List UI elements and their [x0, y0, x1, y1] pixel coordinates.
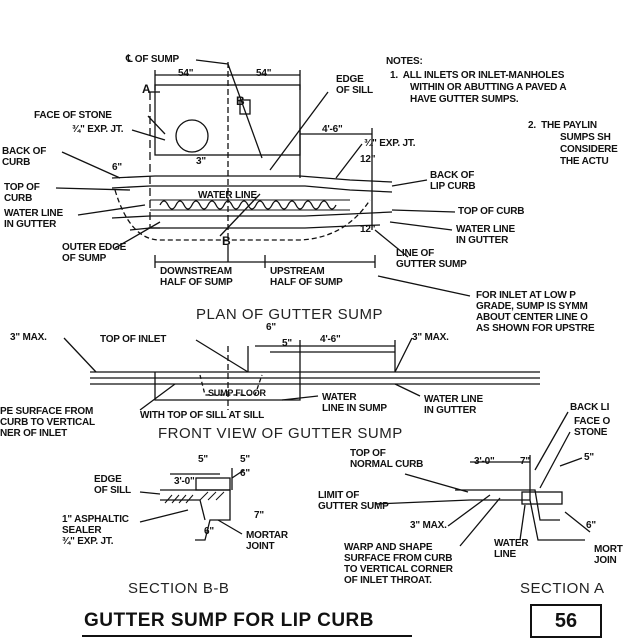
plan-low-point-note: FOR INLET AT LOW P GRADE, SUMP IS SYMM A… [476, 290, 595, 334]
plan-dim-6: 6" [112, 162, 122, 173]
front-dim-4-6: 4'-6" [320, 334, 341, 345]
bb-mortar: MORTAR JOINT [246, 530, 288, 552]
note-2-line-2: SUMPS SH [560, 132, 611, 143]
bb-dim-3-0: 3'-0" [174, 476, 195, 487]
aa-dim-7: 7" [520, 456, 530, 467]
bb-edge-of-sill: EDGE OF SILL [94, 474, 131, 496]
front-max-right: 3" MAX. [412, 332, 449, 343]
plan-exp-jt-left: ¾" EXP. JT. [72, 124, 124, 135]
plan-outer-edge: OUTER EDGE OF SUMP [62, 242, 127, 264]
aa-dim-6: 6" [586, 520, 596, 531]
note-2-line-4: THE ACTU [560, 156, 609, 167]
plan-exp-jt-right: ¾" EXP. JT. [364, 138, 416, 149]
plan-dim-54-left: 54" [178, 68, 194, 79]
bb-asphaltic: 1" ASPHALTIC SEALER ¾" EXP. JT. [62, 514, 129, 547]
page-number: 56 [530, 604, 602, 638]
front-water-line-gutter: WATER LINE IN GUTTER [424, 394, 483, 416]
aa-max3: 3" MAX. [410, 520, 447, 531]
aa-water-line: WATER LINE [494, 538, 529, 560]
plan-section-b-1: B [222, 234, 231, 248]
front-dim-5: 5" [282, 338, 292, 349]
plan-caption: PLAN OF GUTTER SUMP [196, 306, 384, 323]
aa-mortar: MORT JOIN [594, 544, 623, 566]
front-sump-floor: SUMP FLOOR [208, 388, 266, 398]
drawing-title: GUTTER SUMP FOR LIP CURB [84, 610, 374, 631]
front-caption: FRONT VIEW OF GUTTER SUMP [158, 425, 403, 442]
bb-dim-6-top: 6" [240, 468, 250, 479]
note-1-line-3: HAVE GUTTER SUMPS. [410, 94, 519, 105]
note-1-line-2: WITHIN OR ABUTTING A PAVED A [410, 82, 567, 93]
plan-section-a-top: A [142, 82, 151, 96]
note-2-line-3: CONSIDERE [560, 144, 618, 155]
plan-top-of-curb-left: TOP OF CURB [4, 182, 40, 204]
plan-centerline-label: ℄ OF SUMP [126, 54, 179, 65]
aa-caption: SECTION A [520, 580, 605, 597]
bb-caption: SECTION B-B [128, 580, 230, 597]
plan-section-b-2: B [236, 94, 245, 108]
front-water-line-sump: WATER LINE IN SUMP [322, 392, 387, 414]
bb-dim-6-bottom: 6" [204, 526, 214, 537]
manhole-circle [175, 119, 209, 153]
front-dim-6: 6" [266, 322, 276, 333]
aa-dim-5: 5" [584, 452, 594, 463]
aa-back-li: BACK LI [570, 402, 610, 413]
aa-limit-gutter-sump: LIMIT OF GUTTER SUMP [318, 490, 389, 512]
notes-heading: NOTES: [386, 56, 423, 67]
note-2-line-1: 2. THE PAYLIN [528, 120, 597, 131]
plan-water-line: WATER LINE [198, 190, 257, 201]
note-1-line-1: 1. ALL INLETS OR INLET-MANHOLES [390, 70, 565, 81]
plan-edge-of-sill: EDGE OF SILL [336, 74, 373, 96]
bb-dim-5-left: 5" [198, 454, 208, 465]
plan-line-of-gutter-sump: LINE OF GUTTER SUMP [396, 248, 467, 270]
plan-back-of-curb: BACK OF CURB [2, 146, 47, 168]
plan-dim-4-6: 4'-6" [322, 124, 343, 135]
front-top-of-inlet: TOP OF INLET [100, 334, 167, 345]
aa-dim-3-0: 3'-0" [474, 456, 495, 467]
plan-back-of-lip-curb: BACK OF LIP CURB [430, 170, 476, 192]
plan-downstream: DOWNSTREAM HALF OF SUMP [160, 266, 233, 288]
bb-dim-5: 5" [240, 454, 250, 465]
aa-warp-shape: WARP AND SHAPE SURFACE FROM CURB TO VERT… [344, 542, 453, 586]
aa-face-of-stone: FACE O STONE [574, 416, 611, 438]
plan-dim-3: 3" [196, 156, 206, 167]
plan-upstream: UPSTREAM HALF OF SUMP [270, 266, 343, 288]
bb-dim-7: 7" [254, 510, 264, 521]
plan-dim-12-top: 12" [360, 154, 376, 165]
front-max-left: 3" MAX. [10, 332, 47, 343]
plan-dim-54-right: 54" [256, 68, 272, 79]
plan-dim-12-bottom: 12" [360, 224, 376, 235]
plan-face-of-stone: FACE OF STONE [34, 110, 112, 121]
plan-top-of-curb-right: TOP OF CURB [458, 206, 525, 217]
front-sill-note: WITH TOP OF SILL AT SILL [140, 410, 265, 421]
front-warp-note: PE SURFACE FROM CURB TO VERTICAL NER OF … [0, 406, 95, 439]
plan-water-line-gutter-left: WATER LINE IN GUTTER [4, 208, 63, 230]
plan-water-line-gutter-right: WATER LINE IN GUTTER [456, 224, 515, 246]
aa-top-normal-curb: TOP OF NORMAL CURB [350, 448, 424, 470]
